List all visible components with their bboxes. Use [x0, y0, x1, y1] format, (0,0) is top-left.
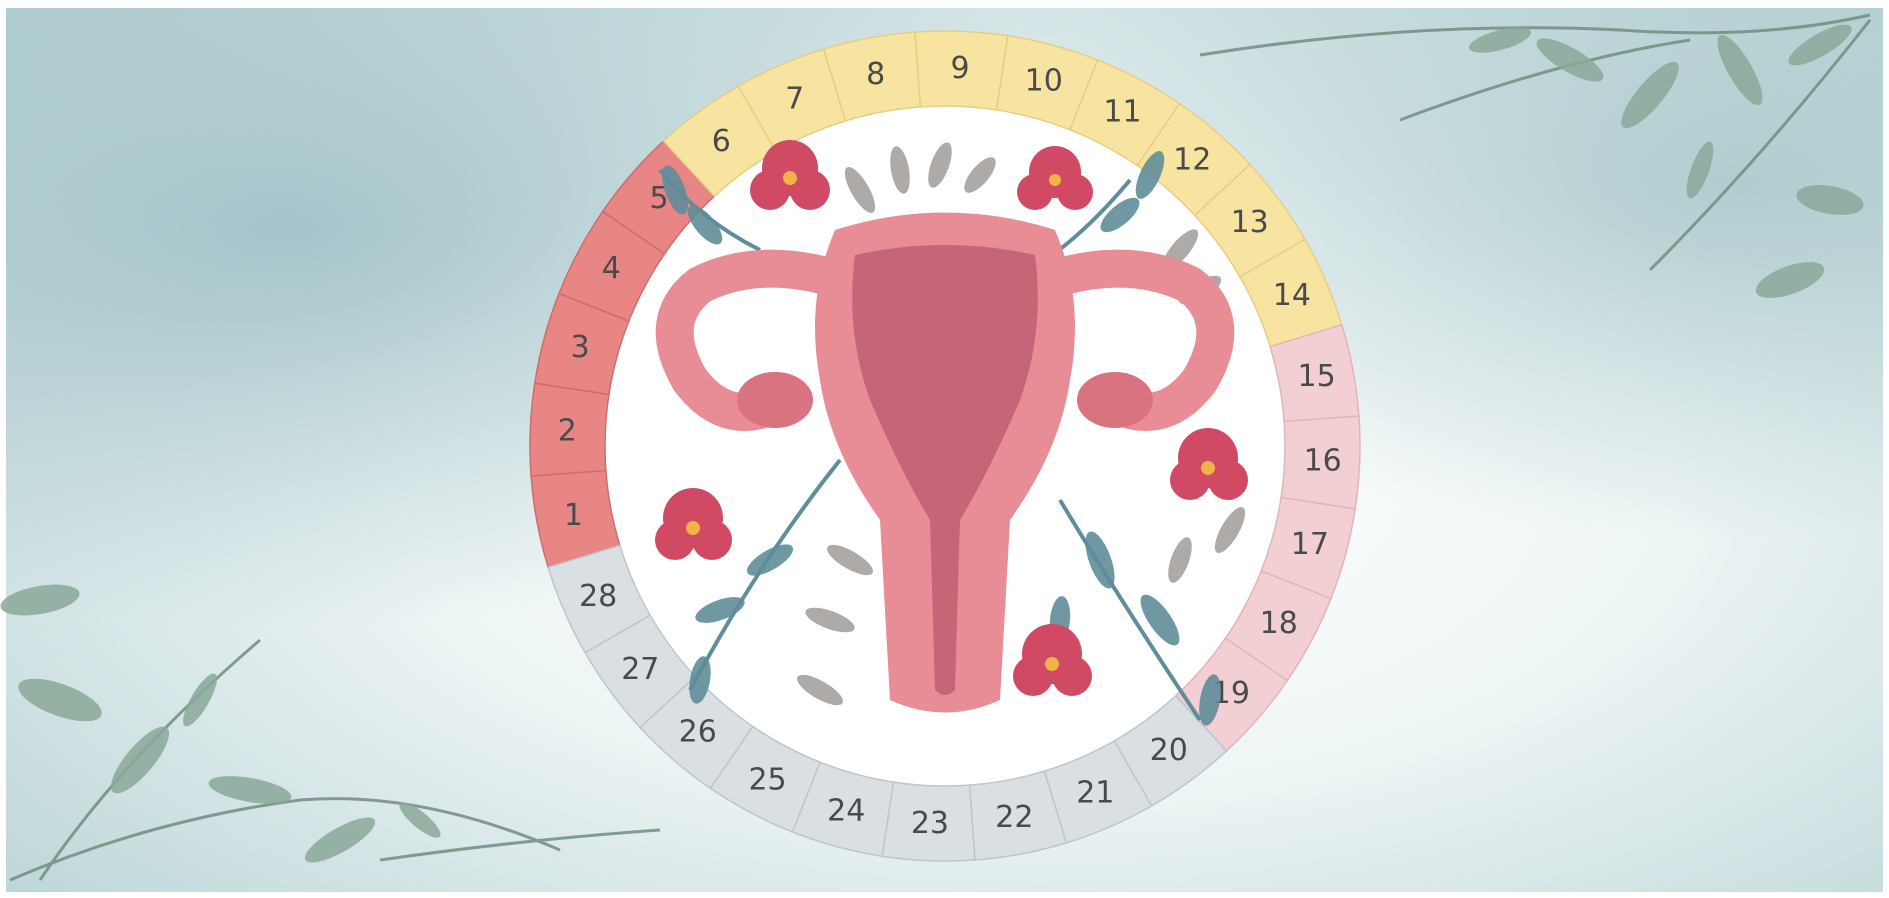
cycle-day-label-4: 4	[602, 251, 621, 286]
cycle-day-label-12: 12	[1173, 143, 1211, 178]
cycle-day-label-25: 25	[748, 762, 786, 797]
cycle-day-label-7: 7	[785, 82, 804, 117]
ovary-right	[1077, 372, 1153, 428]
cycle-day-label-22: 22	[995, 800, 1033, 835]
cycle-day-label-16: 16	[1304, 444, 1342, 479]
cycle-day-label-27: 27	[621, 652, 659, 687]
cycle-day-label-20: 20	[1150, 733, 1188, 768]
cycle-day-label-1: 1	[564, 498, 583, 533]
cycle-day-label-8: 8	[866, 57, 885, 92]
cycle-day-label-14: 14	[1273, 278, 1311, 313]
cycle-day-label-18: 18	[1260, 606, 1298, 641]
cycle-day-label-17: 17	[1291, 527, 1329, 562]
ovary-left	[737, 372, 813, 428]
cycle-day-label-11: 11	[1103, 95, 1141, 130]
cycle-day-label-2: 2	[558, 413, 577, 448]
cycle-day-label-21: 21	[1076, 775, 1114, 810]
cycle-day-label-15: 15	[1297, 359, 1335, 394]
cycle-day-label-9: 9	[951, 51, 970, 86]
cycle-day-label-6: 6	[712, 124, 731, 159]
cycle-day-label-23: 23	[911, 806, 949, 841]
cycle-day-label-24: 24	[827, 793, 865, 828]
cycle-day-label-28: 28	[579, 579, 617, 614]
cycle-day-label-13: 13	[1231, 205, 1269, 240]
cycle-day-label-26: 26	[679, 714, 717, 749]
cycle-day-label-10: 10	[1025, 64, 1063, 99]
cycle-day-label-3: 3	[571, 330, 590, 365]
